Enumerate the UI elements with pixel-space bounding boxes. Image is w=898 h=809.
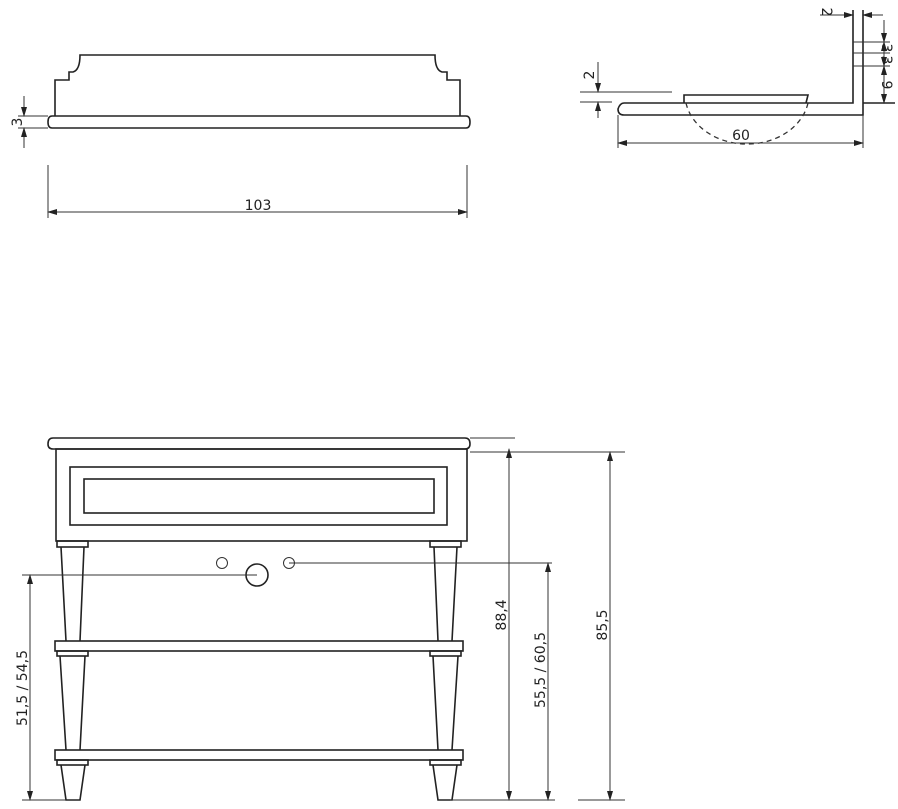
dim-c-label: 9 <box>878 81 894 90</box>
right-leg <box>429 540 462 801</box>
front-view: 88,4 85,5 55,5 / 60,5 51,5 / 54,5 <box>15 437 625 801</box>
basin-rim <box>683 94 810 104</box>
section-slab <box>617 10 864 116</box>
top-view: 3 103 <box>10 54 471 218</box>
upper-shelf <box>54 640 464 652</box>
total-height-label: 88,4 <box>494 599 510 630</box>
countertop-outline <box>54 54 461 116</box>
top-height-label: 85,5 <box>595 609 611 640</box>
width-dimension-label: 103 <box>245 198 272 214</box>
top-slab <box>47 115 471 129</box>
top-thickness-dimension-label: 2 <box>582 71 598 80</box>
cabinet-body <box>55 448 468 542</box>
dim-b-label: 3 <box>878 56 894 65</box>
basin-outline <box>685 102 809 145</box>
wall-thickness-dimension-label: 2 <box>818 8 834 17</box>
front-top-slab <box>47 437 471 450</box>
lower-shelf <box>54 749 464 761</box>
waste-height-label: 51,5 / 54,5 <box>15 650 31 726</box>
drawer-panel <box>83 478 435 514</box>
thickness-dimension-label: 3 <box>10 118 26 127</box>
drain-height-label: 55,5 / 60,5 <box>533 632 549 708</box>
depth-dimension-label: 60 <box>732 128 750 144</box>
section-view: 60 2 2 3 3 9 <box>580 8 895 148</box>
left-leg <box>56 540 89 801</box>
dim-a-label: 3 <box>878 44 894 53</box>
tap-hole-left <box>216 557 228 569</box>
drawer-front <box>69 466 448 526</box>
